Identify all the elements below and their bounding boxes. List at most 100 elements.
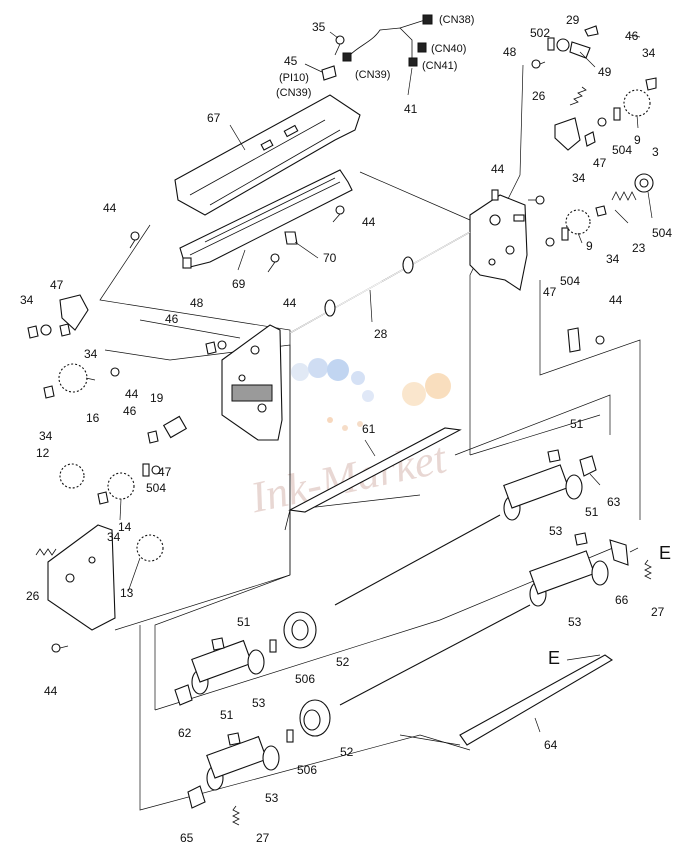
part-62 <box>174 684 193 706</box>
label-69: 69 <box>232 277 246 291</box>
part-63 <box>579 455 597 477</box>
label-52-b: 52 <box>340 745 354 759</box>
label-47-c: 47 <box>50 278 64 292</box>
clip-70 <box>284 231 298 245</box>
label-pi10: (PI10) <box>279 72 309 84</box>
label-67: 67 <box>207 111 221 125</box>
spring-27-right <box>644 559 652 580</box>
label-506-b: 506 <box>297 763 317 777</box>
label-34-b: 34 <box>572 171 586 185</box>
label-504-c: 504 <box>560 274 580 288</box>
shaft-b <box>339 604 531 706</box>
watermark-logo <box>291 358 451 431</box>
label-70: 70 <box>323 251 337 265</box>
label-44-b: 44 <box>103 201 117 215</box>
label-506-a: 506 <box>295 672 315 686</box>
small-parts-lower <box>211 449 588 746</box>
label-44-e: 44 <box>609 293 623 307</box>
label-41: 41 <box>404 102 418 116</box>
label-53-b: 53 <box>568 615 582 629</box>
spring-23 <box>611 191 637 201</box>
label-26-top: 26 <box>532 89 546 103</box>
side-plate-left <box>221 324 283 441</box>
label-9-top: 9 <box>634 133 641 147</box>
label-65: 65 <box>180 831 194 845</box>
label-13: 13 <box>120 586 134 600</box>
gear-3 <box>634 173 654 193</box>
bracket-right <box>554 117 581 151</box>
label-cn39-a: (CN39) <box>276 87 311 99</box>
gear-13 <box>136 534 164 562</box>
label-64: 64 <box>544 738 558 752</box>
label-44-c: 44 <box>362 215 376 229</box>
part-65 <box>187 785 206 809</box>
label-34-f: 34 <box>39 429 53 443</box>
bracket-left <box>59 294 89 331</box>
label-47-d: 47 <box>158 465 172 479</box>
label-44-g: 44 <box>44 684 58 698</box>
label-48-top: 48 <box>503 45 517 59</box>
label-51-c: 51 <box>237 615 251 629</box>
screw-44-right <box>528 195 545 205</box>
leader-lines <box>85 31 653 733</box>
label-62: 62 <box>178 726 192 740</box>
label-cn38: (CN38) <box>439 14 474 26</box>
label-34-g: 34 <box>107 530 121 544</box>
label-cn40: (CN40) <box>431 43 466 55</box>
label-9-mid: 9 <box>586 239 593 253</box>
part-66 <box>609 539 629 566</box>
label-502: 502 <box>530 26 550 40</box>
roller-52-b <box>299 699 331 737</box>
gear-9-mid <box>565 209 591 235</box>
label-e-right: E <box>659 543 671 563</box>
label-cn39-b: (CN39) <box>355 69 390 81</box>
label-46-c: 46 <box>123 404 137 418</box>
paper-guide-67 <box>174 94 361 216</box>
label-16: 16 <box>86 411 100 425</box>
label-504-d: 504 <box>146 481 166 495</box>
gear-16 <box>58 363 88 393</box>
label-47-b: 47 <box>543 285 557 299</box>
screws-44-top <box>129 205 345 273</box>
label-51-d: 51 <box>220 708 234 722</box>
grouping-lines <box>99 64 641 811</box>
shaft-a <box>334 514 501 606</box>
side-plate-bottom-left <box>35 524 116 631</box>
label-34-c: 34 <box>606 252 620 266</box>
label-44-f: 44 <box>125 387 139 401</box>
shaft-28 <box>289 231 471 334</box>
paper-guide-69 <box>179 169 353 269</box>
label-45: 45 <box>284 54 298 68</box>
label-cn41: (CN41) <box>422 60 457 72</box>
label-51-a: 51 <box>570 417 584 431</box>
label-26-bottom: 26 <box>26 589 40 603</box>
label-46-b: 46 <box>165 312 179 326</box>
label-53-c: 53 <box>252 696 266 710</box>
label-504-a: 504 <box>612 143 632 157</box>
label-14: 14 <box>118 520 132 534</box>
label-48-b: 48 <box>190 296 204 310</box>
label-44-right: 44 <box>491 162 505 176</box>
sensor-45 <box>321 65 337 81</box>
label-52-a: 52 <box>336 655 350 669</box>
label-19: 19 <box>150 391 164 405</box>
gear-12 <box>59 463 85 489</box>
label-34-d: 34 <box>20 293 34 307</box>
spring-27-bottom <box>232 805 240 826</box>
screw-44-bottom-left <box>51 643 69 653</box>
label-53-d: 53 <box>265 791 279 805</box>
label-44-d: 44 <box>283 296 297 310</box>
label-12: 12 <box>36 446 50 460</box>
label-34-e: 34 <box>84 347 98 361</box>
label-29: 29 <box>566 13 580 27</box>
part-labels: 35 45 (PI10) (CN39) (CN39) (CN38) (CN40)… <box>20 13 672 845</box>
label-23: 23 <box>632 241 646 255</box>
spring-26-top <box>569 86 587 106</box>
label-504-b: 504 <box>652 226 672 240</box>
roller-53-c <box>191 639 265 695</box>
label-3: 3 <box>652 145 659 159</box>
label-46-top: 46 <box>625 29 639 43</box>
side-plate-right <box>469 189 528 291</box>
